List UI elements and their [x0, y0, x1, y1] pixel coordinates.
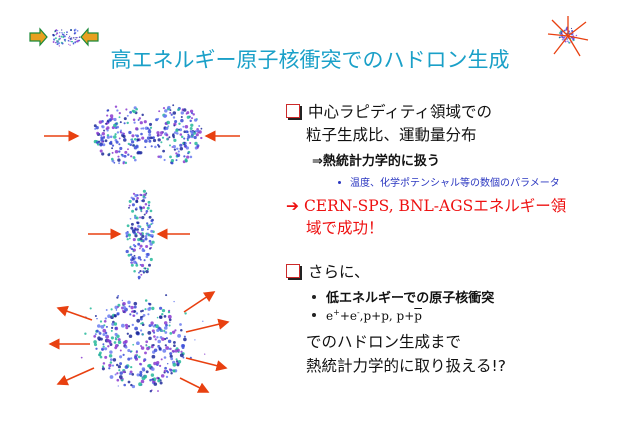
bullet-dot-icon — [312, 295, 316, 299]
outgoing-arrow-icon — [56, 305, 93, 321]
success-line-2: 域で成功！ — [306, 219, 384, 237]
bullet-2: さらに、 — [286, 260, 370, 282]
collision-after-icon — [547, 16, 589, 57]
bullet-1-sub: ⇒熱統計力学的に扱う — [312, 154, 440, 169]
slide-title: 高エネルギー原子核衝突でのハドロン生成 — [110, 48, 510, 72]
bullet-2-line-2: でのハドロン生成まで — [306, 333, 462, 351]
bullet-2-line-3: 熱統計力学的に取り扱える!? — [306, 357, 506, 375]
outgoing-arrow-icon — [179, 377, 210, 393]
bullet-1-line-2: 粒子生成比、運動量分布 — [306, 126, 477, 144]
bullet-1-subsub: 温度、化学ポテンシャル等の数個のパラメータ — [338, 174, 560, 189]
bullet-1: 中心ラピディティ領域での — [286, 100, 492, 122]
collision-before-icon — [29, 27, 99, 47]
outgoing-arrow-icon — [185, 318, 230, 333]
outgoing-arrow-icon — [183, 291, 216, 313]
bullet-dot-icon — [338, 181, 341, 184]
outgoing-arrow-icon — [56, 367, 95, 386]
outgoing-arrow-icon — [185, 357, 228, 372]
bullet-2-item-2: e++e-,p+p, p+p — [312, 308, 422, 323]
bullet-dot-icon — [312, 313, 316, 317]
checkbox-bullet-icon — [286, 264, 300, 278]
collision-illustration — [44, 104, 240, 393]
success-line-1: ➔ CERN-SPS, BNL-AGSエネルギー領 — [286, 197, 567, 215]
right-arrow-icon: ➔ — [286, 197, 299, 215]
checkbox-bullet-icon — [286, 104, 300, 118]
bullet-2-item-1: 低エネルギーでの原子核衝突 — [312, 287, 494, 306]
